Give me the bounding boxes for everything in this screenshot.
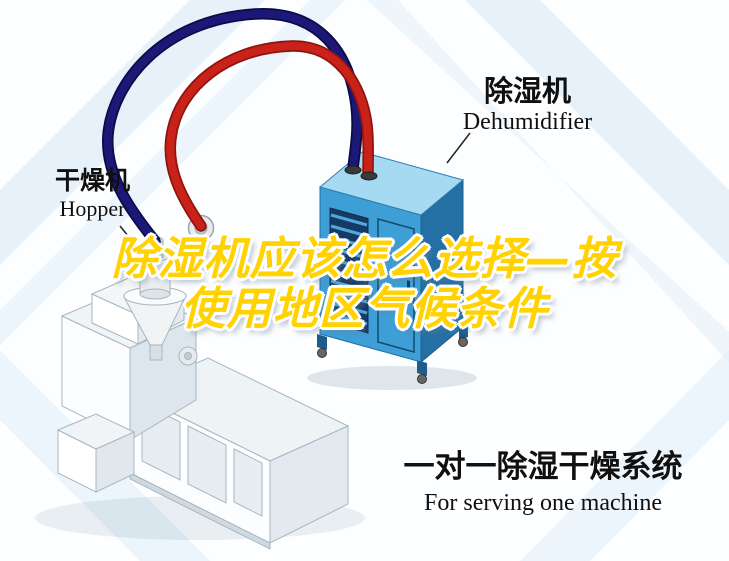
dehumidifier-label-en: Dehumidifier [462,109,593,136]
dehumidifier-label-zh: 除湿机 [483,74,571,108]
dehumidifier-door [377,218,415,353]
dehumidifier-illustration [307,151,477,390]
hopper-label-zh: 干燥机 [54,166,130,195]
hopper-label: 干燥机 Hopper [35,166,150,222]
extruder-machine-illustration [35,273,365,550]
pointer-line-hopper [119,225,148,260]
dehumidifier-shadow [307,366,477,390]
dehumidifier-label: 除湿机 Dehumidifier [440,76,615,136]
pointer-lines [119,132,471,260]
hose-fitting-right [360,171,378,181]
bottom-caption-en: For serving one machine [424,490,662,517]
hose-fitting-left [344,165,362,175]
bottom-caption: 一对一除湿干燥系统 For serving one machine [383,450,703,516]
hopper-label-en: Hopper [59,196,126,222]
bottom-caption-zh: 一对一除湿干燥系统 [403,449,683,485]
pointer-line-dehumidifier [446,132,471,164]
main-title: 除湿机应该怎么选择—按 使用地区气候条件 [0,232,729,336]
main-title-line1: 除湿机应该怎么选择—按 [111,232,618,285]
vent-grille [329,207,369,334]
main-title-line2: 使用地区气候条件 [180,282,549,336]
air-hoses [102,8,374,247]
hopper-illustration [123,214,215,361]
door-handle [407,280,410,293]
supply-hose-red [166,41,373,230]
return-hose-blue [103,9,362,245]
